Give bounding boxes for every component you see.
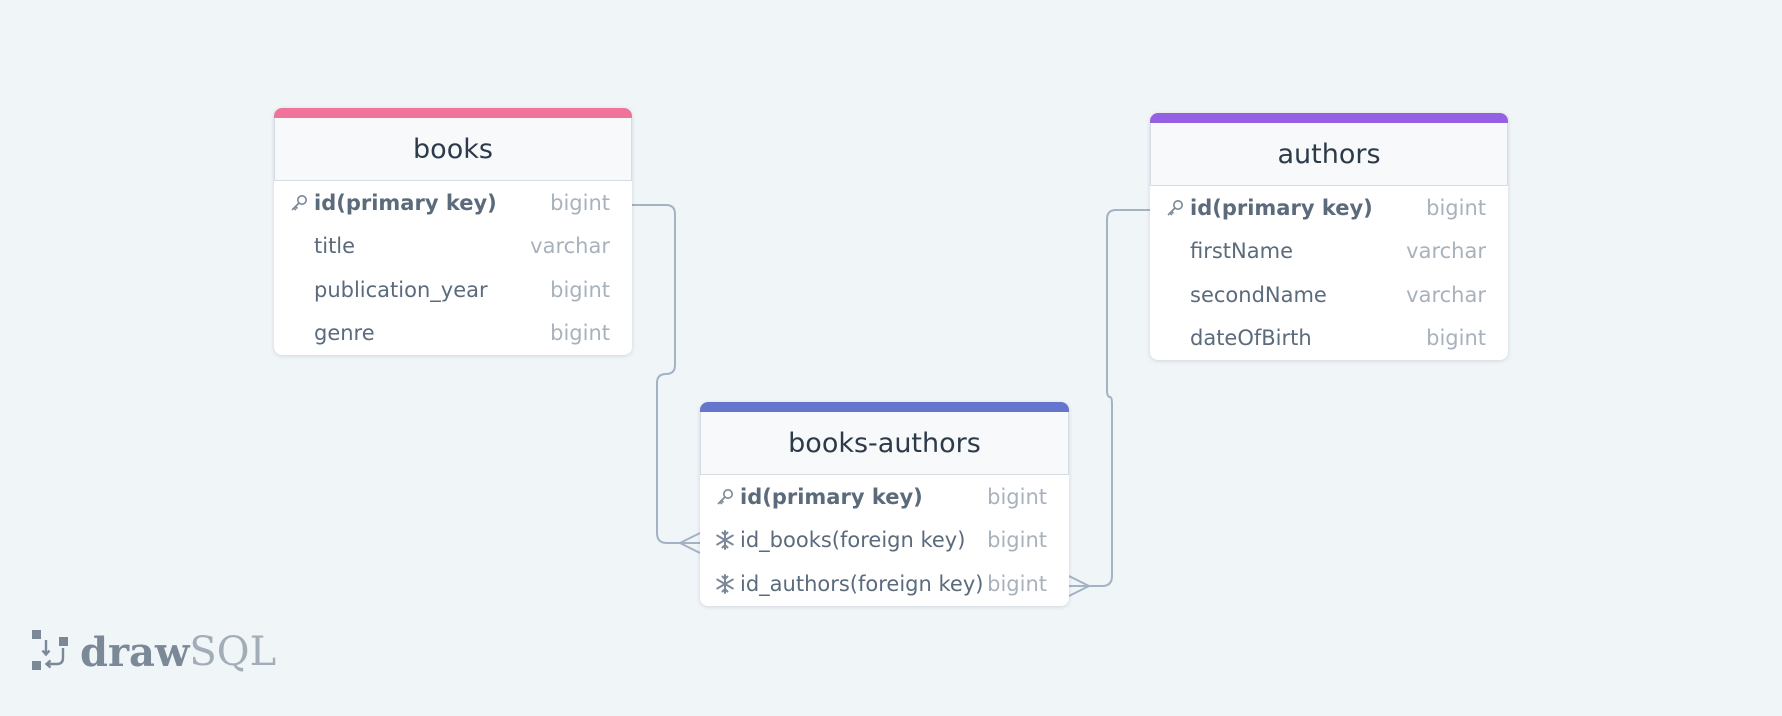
table-title[interactable]: books xyxy=(274,118,632,181)
table-books-authors[interactable]: books-authors id(primary key) bigint id_… xyxy=(700,402,1069,606)
snowflake-icon xyxy=(712,571,738,597)
relation-books-to-books-authors xyxy=(632,204,700,544)
column-type: bigint xyxy=(987,571,1047,596)
column-name: dateOfBirth xyxy=(1190,326,1312,351)
column-name: id(primary key) xyxy=(740,484,923,509)
table-books[interactable]: books id(primary key) bigint title varch… xyxy=(274,108,632,355)
table-color-bar xyxy=(274,108,632,118)
column-type: bigint xyxy=(1426,195,1486,220)
column-name: id(primary key) xyxy=(314,190,497,215)
key-icon xyxy=(286,190,312,216)
snowflake-icon xyxy=(712,527,738,553)
column-type: varchar xyxy=(1406,239,1486,264)
column-type: varchar xyxy=(1406,282,1486,307)
table-authors[interactable]: authors id(primary key) bigint firstName… xyxy=(1150,113,1508,360)
column-row[interactable]: id(primary key) bigint xyxy=(700,475,1069,519)
column-type: bigint xyxy=(550,321,610,346)
column-row[interactable]: genre bigint xyxy=(274,312,632,356)
column-row[interactable]: title varchar xyxy=(274,225,632,269)
table-title[interactable]: authors xyxy=(1150,123,1508,186)
table-color-bar xyxy=(700,402,1069,412)
relation-authors-to-books-authors xyxy=(1069,209,1150,587)
logo-text-sql: SQL xyxy=(189,629,277,675)
column-name: secondName xyxy=(1190,282,1327,307)
column-row[interactable]: id_authors(foreign key) bigint xyxy=(700,562,1069,606)
column-row[interactable]: secondName varchar xyxy=(1150,273,1508,317)
column-row[interactable]: firstName varchar xyxy=(1150,230,1508,274)
column-name: title xyxy=(314,234,356,259)
column-type: bigint xyxy=(1426,326,1486,351)
logo-mark-icon xyxy=(30,628,70,676)
column-name: id_books(foreign key) xyxy=(740,528,966,553)
crowfoot-books-authors-authors xyxy=(1068,575,1090,597)
column-row[interactable]: id(primary key) bigint xyxy=(1150,186,1508,230)
crowfoot-books-authors-books xyxy=(679,532,701,554)
key-icon xyxy=(1162,195,1188,221)
column-name: firstName xyxy=(1190,239,1293,264)
column-type: bigint xyxy=(987,528,1047,553)
column-row[interactable]: id(primary key) bigint xyxy=(274,181,632,225)
column-type: bigint xyxy=(550,190,610,215)
table-title[interactable]: books-authors xyxy=(700,412,1069,475)
column-type: bigint xyxy=(987,484,1047,509)
column-name: id_authors(foreign key) xyxy=(740,571,984,596)
key-icon xyxy=(712,484,738,510)
column-row[interactable]: dateOfBirth bigint xyxy=(1150,317,1508,361)
table-color-bar xyxy=(1150,113,1508,123)
logo-text-draw: draw xyxy=(80,628,190,676)
column-name: id(primary key) xyxy=(1190,195,1373,220)
column-name: genre xyxy=(314,321,375,346)
column-type: varchar xyxy=(530,234,610,259)
column-type: bigint xyxy=(550,277,610,302)
column-name: publication_year xyxy=(314,277,488,302)
column-row[interactable]: id_books(foreign key) bigint xyxy=(700,519,1069,563)
column-row[interactable]: publication_year bigint xyxy=(274,268,632,312)
